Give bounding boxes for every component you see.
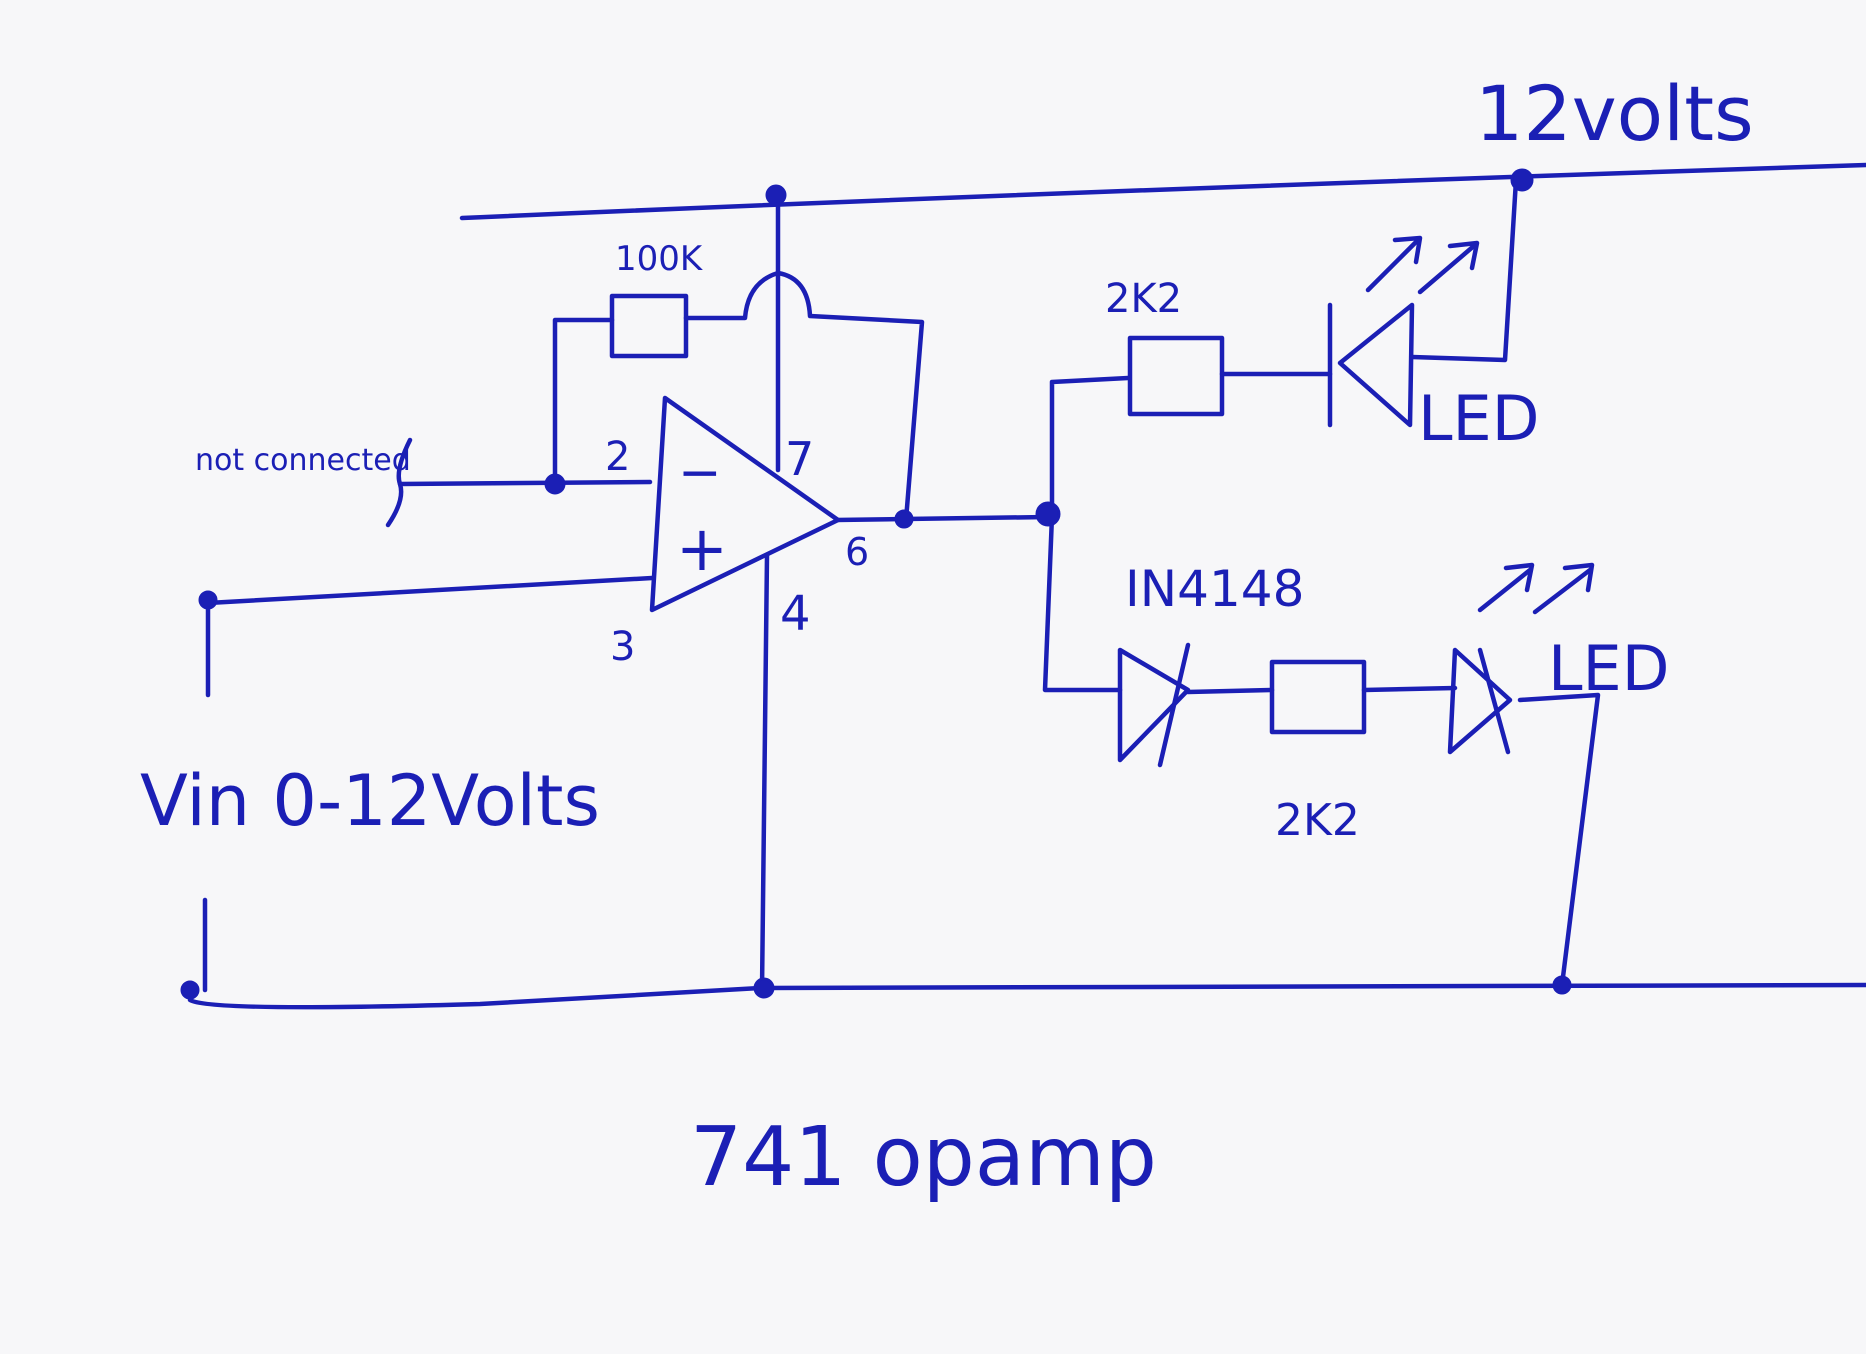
supply-rail: [459, 162, 1866, 221]
feedback-resistor-label: 100K: [615, 239, 704, 279]
led-bottom-light-arrows: [1477, 562, 1595, 615]
input-label: Vin 0-12Volts: [140, 760, 600, 842]
inverting-input-wire: [385, 437, 653, 528]
pin6-label: 6: [845, 530, 869, 574]
junction-output-feedback: [894, 509, 914, 529]
feedback-path: [552, 270, 925, 523]
resistor-bottom-label: 2K2: [1275, 795, 1360, 846]
output-wire: [902, 375, 1131, 693]
led-bottom: [1447, 647, 1601, 988]
junction-pin4-ground: [753, 977, 775, 999]
terminal-vin-plus: [198, 590, 218, 610]
led-bottom-label: LED: [1548, 632, 1669, 705]
ground-rail: [187, 982, 1866, 1010]
resistor-top: [1127, 335, 1225, 417]
opamp-symbol: [649, 395, 908, 613]
opamp-minus-label: −: [678, 443, 722, 503]
noninverting-input-wire: [205, 575, 655, 698]
junction-output-split: [1035, 501, 1061, 527]
led-top: [1327, 177, 1519, 428]
pin2-label: 2: [605, 434, 630, 480]
feedback-resistor: [609, 293, 689, 359]
pin4-ground-wire: [759, 552, 770, 993]
junction-inverting: [544, 473, 566, 495]
led-top-label: LED: [1418, 382, 1539, 455]
resistor-top-label: 2K2: [1105, 276, 1182, 322]
pin7-label: 7: [785, 432, 814, 486]
caption-label: 741 opamp: [690, 1110, 1157, 1205]
resistor-bottom: [1269, 659, 1367, 735]
junction-dots: [180, 168, 1572, 1000]
pin3-label: 3: [610, 624, 635, 670]
opamp-plus-label: +: [676, 512, 728, 585]
bottom-branch-wire: [1361, 685, 1458, 693]
diode-in4148: [1117, 642, 1275, 768]
junction-supply-led: [1510, 168, 1534, 192]
supply-label: 12volts: [1475, 69, 1754, 158]
led-top-light-arrows: [1365, 235, 1480, 295]
not-connected-label: not connected: [195, 443, 411, 478]
terminal-vin-minus: [180, 980, 200, 1000]
pin4-label: 4: [780, 586, 811, 642]
diode-label: IN4148: [1125, 560, 1304, 618]
junction-pin7-supply: [765, 184, 787, 206]
junction-led-ground: [1552, 975, 1572, 995]
